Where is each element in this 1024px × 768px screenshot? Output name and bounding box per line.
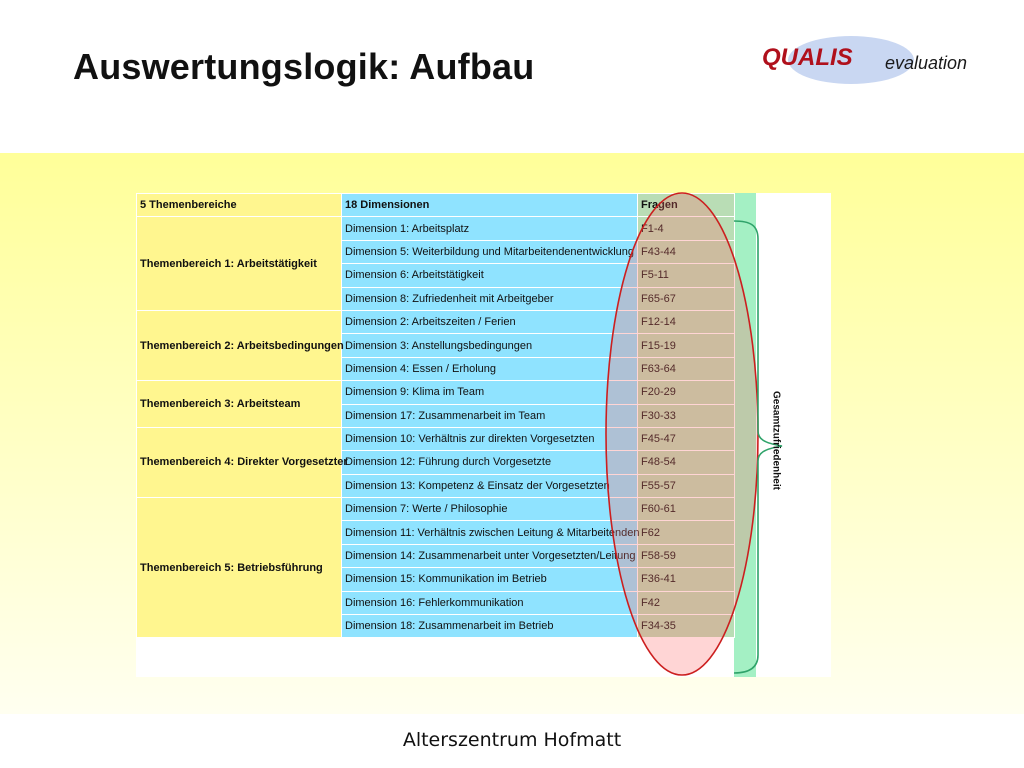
questions-cell: F45-47 (637, 426, 735, 452)
questions-cell: F63-64 (637, 356, 735, 382)
theme-cell: Themenbereich 2: Arbeitsbedingungen (136, 309, 344, 382)
questions-cell: F12-14 (637, 309, 735, 335)
questions-cell: F34-35 (637, 614, 735, 639)
questions-cell: F43-44 (637, 239, 735, 265)
dimension-cell: Dimension 1: Arbeitsplatz (341, 216, 638, 241)
total-satisfaction-label: Gesamtzufriedenheit (770, 391, 782, 490)
dimension-cell: Dimension 5: Weiterbildung und Mitarbeit… (341, 239, 638, 265)
logo-brand: QUALIS (762, 44, 853, 71)
table-row: Themenbereich 3: Arbeitsteam Dimension 9… (136, 380, 735, 428)
questions-cell: F42 (637, 590, 735, 616)
theme-cell: Themenbereich 1: Arbeitstätigkeit (136, 216, 342, 311)
questions-cell: F65-67 (637, 286, 735, 311)
dimension-cell: Dimension 6: Arbeitstätigkeit (341, 263, 638, 288)
dimension-cell: Dimension 3: Anstellungsbedingungen (341, 333, 638, 358)
dimension-cell: Dimension 14: Zusammenarbeit unter Vorge… (341, 543, 638, 569)
questions-cell: F48-54 (637, 450, 735, 475)
header-questions: Fragen (637, 192, 735, 218)
dimension-cell: Dimension 10: Verhältnis zur direkten Vo… (341, 426, 638, 452)
table-row: Themenbereich 2: Arbeitsbedingungen Dime… (136, 309, 735, 382)
logo-ellipse (788, 36, 914, 84)
dimension-cell: Dimension 2: Arbeitszeiten / Ferien (341, 309, 638, 335)
table-row: Themenbereich 4: Direkter Vorgesetzter D… (136, 426, 735, 499)
header-themes: 5 Themenbereiche (136, 192, 342, 218)
theme-cell: Themenbereich 3: Arbeitsteam (136, 380, 342, 428)
dimension-cell: Dimension 11: Verhältnis zwischen Leitun… (341, 520, 640, 545)
questions-cell: F20-29 (637, 380, 735, 405)
dimension-cell: Dimension 13: Kompetenz & Einsatz der Vo… (341, 473, 638, 499)
questions-accent-column (734, 193, 756, 677)
table-row: Themenbereich 5: Betriebsführung Dimensi… (136, 497, 735, 639)
dimension-cell: Dimension 9: Klima im Team (341, 380, 638, 405)
questions-cell: F55-57 (637, 473, 735, 499)
dimension-cell: Dimension 18: Zusammenarbeit im Betrieb (341, 614, 638, 639)
theme-cell: Themenbereich 4: Direkter Vorgesetzter (136, 426, 348, 499)
table-header-row: 5 Themenbereiche 18 Dimensionen Fragen (136, 192, 735, 218)
table-row: Themenbereich 1: Arbeitstätigkeit Dimens… (136, 216, 735, 311)
dimension-cell: Dimension 17: Zusammenarbeit im Team (341, 403, 638, 428)
dimension-cell: Dimension 8: Zufriedenheit mit Arbeitgeb… (341, 286, 638, 311)
footer-text: Alterszentrum Hofmatt (402, 729, 622, 751)
logo-suffix: evaluation (885, 53, 968, 73)
dimension-cell: Dimension 12: Führung durch Vorgesetzte (341, 450, 638, 475)
qualis-logo: QUALIS evaluation (758, 34, 988, 88)
questions-cell: F5-11 (637, 263, 735, 288)
dimension-cell: Dimension 16: Fehlerkommunikation (341, 590, 638, 616)
questions-cell: F62 (637, 520, 735, 545)
evaluation-structure: 5 Themenbereiche 18 Dimensionen Fragen T… (136, 192, 831, 677)
questions-cell: F15-19 (637, 333, 735, 358)
questions-cell: F60-61 (637, 497, 735, 522)
slide-title: Auswertungslogik: Aufbau (73, 46, 535, 87)
questions-cell: F58-59 (637, 543, 735, 569)
theme-cell: Themenbereich 5: Betriebsführung (136, 497, 342, 639)
dimension-table: 5 Themenbereiche 18 Dimensionen Fragen T… (136, 192, 735, 639)
dimension-cell: Dimension 15: Kommunikation im Betrieb (341, 567, 638, 592)
questions-cell: F36-41 (637, 567, 735, 592)
dimension-cell: Dimension 4: Essen / Erholung (341, 356, 638, 382)
questions-cell: F30-33 (637, 403, 735, 428)
questions-cell: F1-4 (637, 216, 735, 241)
dimension-cell: Dimension 7: Werte / Philosophie (341, 497, 638, 522)
header-dimensions: 18 Dimensionen (341, 192, 638, 218)
